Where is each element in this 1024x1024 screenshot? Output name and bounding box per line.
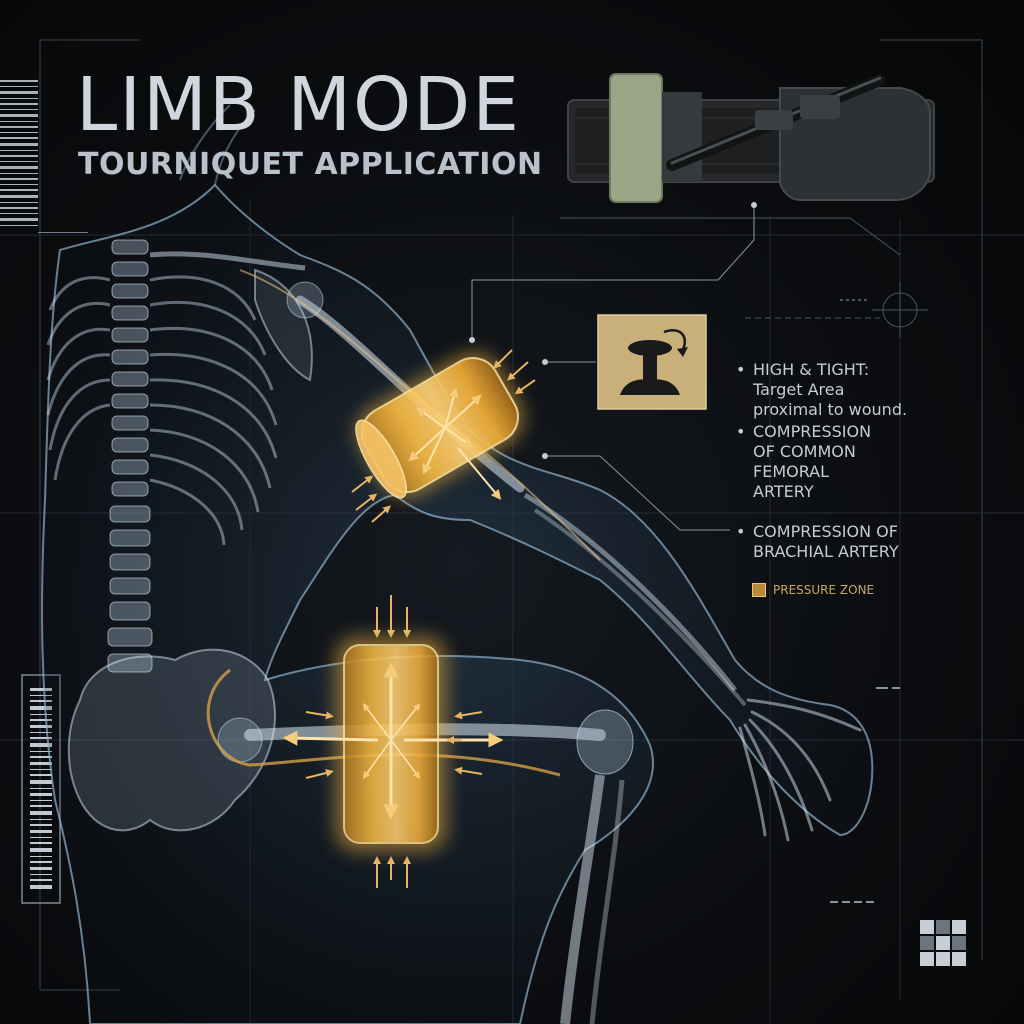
annotation-line: OF COMMON — [753, 442, 856, 461]
legend-pressure-zone: PRESSURE ZONE — [752, 583, 874, 597]
barcode-icon — [0, 80, 88, 233]
annotation-line: COMPRESSION — [753, 422, 872, 441]
pressure-band-thigh — [282, 595, 504, 888]
clavicle — [149, 251, 306, 271]
legend-label: PRESSURE ZONE — [773, 583, 875, 597]
scapula — [254, 268, 313, 382]
neck-outline — [179, 104, 256, 186]
pressure-band-arm — [351, 349, 536, 523]
page-title: LIMB MODE — [76, 62, 522, 148]
annotation-line: HIGH & TIGHT: — [753, 360, 870, 379]
fibula — [589, 779, 625, 1024]
callout-lines — [469, 202, 757, 531]
page-subtitle: TOURNIQUET APPLICATION — [78, 147, 543, 182]
ulna-bone — [533, 508, 747, 707]
annotation-high-and-tight: • HIGH & TIGHT: Target Area proximal to … — [736, 360, 907, 420]
barcode-icon — [21, 674, 61, 904]
annotation-line: proximal to wound. — [753, 400, 908, 419]
hud-ticks — [830, 687, 900, 903]
bullet-dot: • — [736, 522, 746, 541]
xray-body — [41, 104, 874, 1024]
bullet-dot: • — [736, 360, 746, 379]
annotation-line: FEMORAL — [753, 462, 830, 481]
grid-logo-icon — [920, 920, 966, 966]
reticle-icon — [745, 282, 928, 338]
annotation-brachial-artery: • COMPRESSION OF BRACHIAL ARTERY — [736, 522, 899, 562]
tourniquet-photo — [567, 73, 935, 203]
bullet-dot: • — [736, 422, 746, 441]
pelvis — [67, 648, 276, 832]
knee-joint — [576, 709, 634, 775]
annotation-line: Target Area — [753, 380, 845, 399]
spine — [107, 239, 153, 673]
annotation-line: BRACHIAL ARTERY — [753, 542, 899, 561]
legend-swatch — [752, 583, 766, 597]
annotation-line: COMPRESSION OF — [753, 522, 898, 541]
torso-silhouette — [41, 183, 874, 1024]
windlass-rotate-icon — [597, 314, 707, 410]
femoral-artery — [206, 668, 561, 777]
ribcage — [46, 275, 278, 546]
annotation-femoral-artery: • COMPRESSION OF COMMON FEMORAL ARTERY — [736, 422, 871, 502]
annotation-line: ARTERY — [753, 482, 814, 501]
tibia — [560, 774, 605, 1024]
hand-bones — [738, 698, 862, 842]
